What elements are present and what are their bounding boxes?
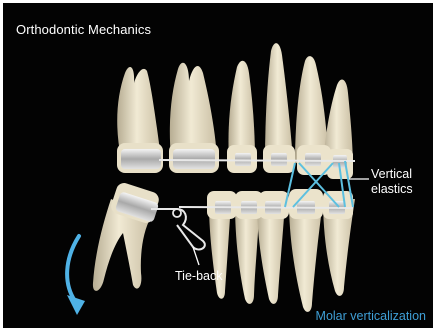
vertical-elastics-label-line2: elastics	[371, 182, 413, 197]
figure-caption: Molar verticalization	[316, 309, 426, 323]
bracket-u3	[305, 153, 321, 166]
vertical-elastics-label-line1: Vertical	[371, 167, 413, 182]
vertical-elastics-label: Vertical elastics	[371, 167, 413, 197]
lower-archwire	[179, 207, 353, 208]
curved-arrow-icon	[67, 236, 79, 301]
bracket-u2	[271, 153, 287, 166]
molar-band-2	[173, 149, 215, 169]
figure-title: Orthodontic Mechanics	[16, 22, 151, 37]
upper-premolar-2	[265, 43, 293, 161]
curved-arrow-head	[67, 295, 85, 315]
tie-back-label: Tie-back	[175, 269, 222, 284]
molar-band-1	[121, 149, 161, 169]
figure: Orthodontic Mechanics Vertical elastics …	[3, 3, 433, 328]
tie-back-eyelet	[173, 209, 181, 217]
upper-archwire	[159, 160, 355, 161]
tie-back-loop	[151, 209, 205, 249]
